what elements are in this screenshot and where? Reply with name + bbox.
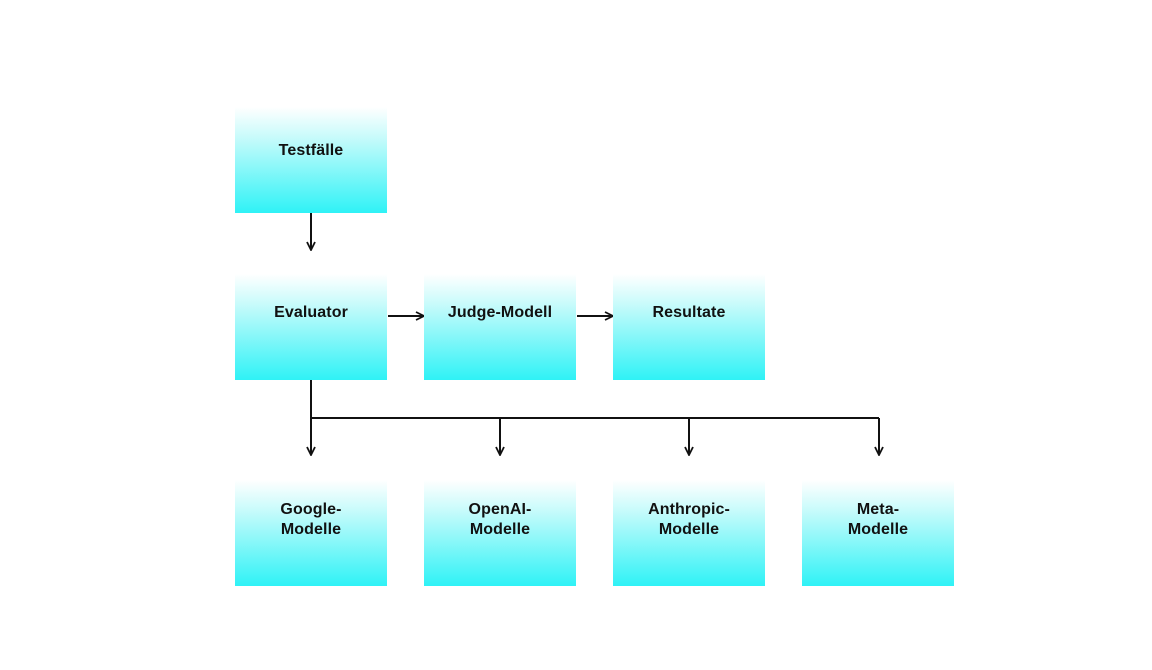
node-evaluator-label: Evaluator <box>274 304 348 321</box>
node-anthropic-modelle-label: Anthropic- Modelle <box>648 501 730 538</box>
node-openai-modelle: OpenAI- Modelle <box>424 480 576 586</box>
node-google-modelle-label: Google- Modelle <box>280 501 342 538</box>
node-meta-modelle: Meta- Modelle <box>802 480 954 586</box>
node-judge-modell-label: Judge-Modell <box>447 304 553 321</box>
node-testfaelle: Testfälle <box>235 107 387 213</box>
node-testfaelle-label: Testfälle <box>278 142 344 159</box>
node-meta-modelle-label: Meta- Modelle <box>847 501 909 538</box>
node-resultate: Resultate <box>613 274 765 380</box>
node-anthropic-modelle: Anthropic- Modelle <box>613 480 765 586</box>
node-evaluator: Evaluator <box>235 274 387 380</box>
node-openai-modelle-label: OpenAI- Modelle <box>468 501 532 538</box>
node-resultate-label: Resultate <box>652 304 726 321</box>
node-google-modelle: Google- Modelle <box>235 480 387 586</box>
node-judge-modell: Judge-Modell <box>424 274 576 380</box>
